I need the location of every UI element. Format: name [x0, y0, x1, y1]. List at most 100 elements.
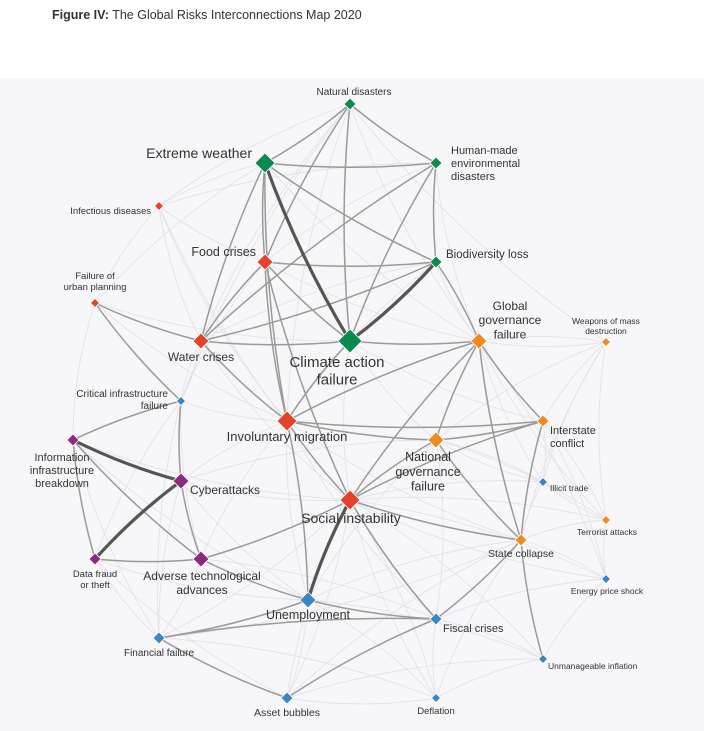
edge-extreme-weather-involuntary-migration — [264, 162, 288, 422]
edge-weapons-terrorist-attacks — [598, 341, 607, 521]
node-water-crises[interactable] — [192, 332, 210, 350]
label-involuntary-migration: Involuntary migration — [227, 429, 348, 444]
node-state-collapse[interactable] — [514, 533, 528, 547]
edge-food-crises-global-governance — [264, 261, 480, 342]
edge-global-governance-terrorist-attacks — [478, 340, 607, 521]
label-deflation-line-0: Deflation — [417, 706, 455, 717]
edge-unmanageable-inflation-social-instability — [349, 499, 544, 660]
label-info-infra-line-0: Information — [34, 452, 89, 464]
label-data-fraud-line-0: Data fraud — [73, 569, 117, 580]
label-urban-planning-line-0: Failure of — [75, 271, 115, 282]
edge-illicit-trade-interstate-conflict — [542, 420, 546, 483]
label-illicit-trade-line-0: Illicit trade — [550, 483, 589, 493]
edge-critical-infra-financial-failure — [156, 400, 182, 639]
node-extreme-weather[interactable] — [254, 152, 276, 174]
edge-urban-planning-critical-infra — [94, 302, 182, 402]
node-involuntary-migration[interactable] — [276, 410, 298, 432]
node-adverse-tech[interactable] — [192, 550, 210, 568]
edge-human-made-env-global-governance — [435, 162, 480, 342]
edge-financial-failure-adverse-tech — [158, 558, 202, 639]
label-infectious-diseases-line-0: Infectious diseases — [70, 206, 151, 217]
node-asset-bubbles[interactable] — [280, 691, 294, 705]
node-national-governance[interactable] — [427, 431, 445, 449]
node-global-governance[interactable] — [470, 332, 488, 350]
label-involuntary-migration-line-0: Involuntary migration — [227, 429, 348, 444]
node-info-infra[interactable] — [66, 433, 80, 447]
edge-state-collapse-unemployment — [307, 539, 522, 601]
label-data-fraud-line-1: or theft — [80, 580, 110, 591]
node-data-fraud[interactable] — [88, 552, 102, 566]
node-human-made-env[interactable] — [429, 156, 443, 170]
node-urban-planning[interactable] — [89, 297, 101, 309]
edge-cyberattacks-data-fraud — [93, 479, 183, 561]
node-cyberattacks[interactable] — [172, 472, 190, 490]
edge-climate-action-social-instability — [343, 340, 351, 501]
label-unmanageable-inflation: Unmanageable inflation — [548, 661, 638, 671]
edge-info-infra-social-instability — [72, 439, 351, 501]
node-climate-action[interactable] — [337, 328, 363, 354]
label-biodiversity-loss: Biodiversity loss — [446, 249, 529, 261]
edge-natural-disasters-weapons — [349, 103, 607, 343]
node-deflation[interactable] — [430, 692, 442, 704]
edge-involuntary-migration-interstate-conflict — [286, 420, 544, 429]
edge-infectious-diseases-involuntary-migration — [158, 205, 288, 422]
edge-energy-price-unmanageable-inflation — [542, 578, 607, 660]
edge-involuntary-migration-fiscal-crises — [286, 420, 437, 620]
node-food-crises[interactable] — [256, 253, 274, 271]
edge-weapons-global-governance — [478, 335, 607, 343]
figure-label: Figure IV: — [52, 8, 109, 22]
node-biodiversity-loss[interactable] — [429, 255, 443, 269]
edge-water-crises-social-instability — [200, 340, 351, 501]
node-unemployment[interactable] — [299, 591, 317, 609]
edge-unmanageable-inflation-asset-bubbles — [286, 658, 544, 699]
node-social-instability[interactable] — [339, 489, 361, 511]
edge-climate-action-interstate-conflict — [349, 340, 544, 422]
edge-illicit-trade-social-instability — [349, 480, 544, 501]
node-interstate-conflict[interactable] — [536, 414, 550, 428]
label-extreme-weather: Extreme weather — [146, 145, 252, 161]
edge-human-made-env-water-crises — [200, 162, 437, 342]
node-weapons[interactable] — [600, 336, 612, 348]
edge-adverse-tech-unemployment — [200, 558, 309, 601]
edge-water-crises-involuntary-migration — [200, 340, 288, 422]
node-critical-infra[interactable] — [175, 395, 187, 407]
edge-infectious-diseases-urban-planning — [94, 205, 160, 304]
label-energy-price: Energy price shock — [571, 586, 644, 596]
node-unmanageable-inflation[interactable] — [537, 653, 549, 665]
edge-critical-infra-data-fraud — [94, 400, 182, 560]
edge-data-fraud-financial-failure — [94, 558, 160, 639]
edge-climate-action-involuntary-migration — [286, 340, 351, 422]
edge-financial-failure-unemployment — [158, 599, 309, 639]
node-energy-price[interactable] — [600, 573, 612, 585]
label-global-governance-line-1: governance — [479, 313, 542, 327]
label-climate-action-line-1: failure — [317, 372, 358, 389]
label-interstate-conflict-line-1: conflict — [550, 438, 584, 450]
node-illicit-trade[interactable] — [537, 476, 549, 488]
edge-food-crises-water-crises — [200, 261, 266, 342]
node-natural-disasters[interactable] — [343, 97, 357, 111]
edge-illicit-trade-national-governance — [435, 439, 544, 483]
label-water-crises: Water crises — [168, 350, 234, 364]
label-illicit-trade: Illicit trade — [550, 483, 589, 493]
label-social-instability: Social instability — [301, 510, 401, 526]
edge-energy-price-social-instability — [349, 499, 607, 580]
edge-urban-planning-climate-action — [94, 302, 351, 342]
label-energy-price-line-0: Energy price shock — [571, 586, 644, 596]
edge-fiscal-crises-adverse-tech — [200, 558, 437, 620]
node-fiscal-crises[interactable] — [429, 612, 443, 626]
node-terrorist-attacks[interactable] — [600, 514, 612, 526]
node-infectious-diseases[interactable] — [153, 200, 165, 212]
edge-cyberattacks-social-instability — [180, 480, 351, 502]
node-financial-failure[interactable] — [152, 631, 166, 645]
edge-interstate-conflict-social-instability — [349, 420, 544, 501]
label-urban-planning-line-1: urban planning — [64, 282, 127, 293]
edge-fiscal-crises-deflation — [432, 618, 437, 699]
edge-climate-action-biodiversity-loss — [348, 260, 438, 343]
